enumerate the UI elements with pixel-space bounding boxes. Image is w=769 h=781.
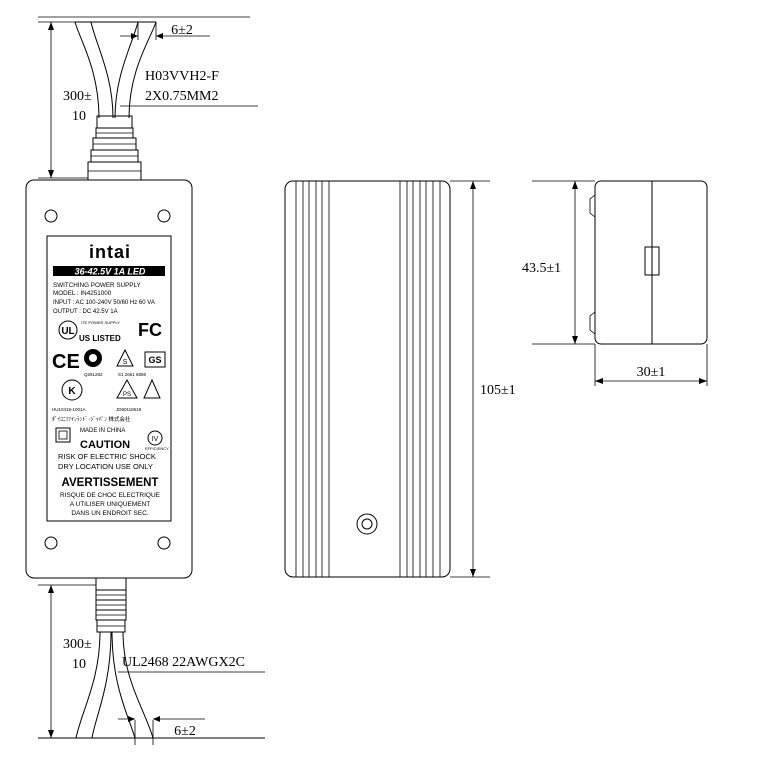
pse-code: JD60118618: [116, 407, 142, 412]
ccc-code: Q261282: [84, 372, 103, 377]
svg-text:IV: IV: [152, 436, 159, 443]
label-line-model: MODEL : IN4251000: [53, 290, 112, 297]
fcc-mark: FC: [138, 320, 162, 340]
svg-text:PS: PS: [123, 392, 131, 398]
caution-line1: RISK OF ELECTRIC SHOCK: [58, 452, 156, 461]
top-cable-length-line2: 10: [72, 109, 86, 124]
ul-listed-text: US LISTED: [79, 334, 121, 343]
kc-mark-icon: K: [61, 379, 83, 401]
efficiency-mark-icon: IV: [147, 430, 163, 446]
warning-fr-line3: DANS UN ENDROIT SEC.: [71, 510, 148, 517]
svg-text:S: S: [123, 359, 128, 366]
caution-title: CAUTION: [80, 439, 130, 451]
efficiency-text: EFFICIENCY: [145, 446, 169, 451]
s-mark-code: S1 2661 6856: [118, 372, 147, 377]
end-view: [532, 180, 708, 386]
recycle-mark-icon: [143, 378, 161, 399]
ul-mark-icon: UL: [58, 320, 78, 340]
pse-mark-icon: PS: [116, 378, 138, 399]
rating-band: 36-42.5V 1A LED: [75, 267, 146, 277]
kc-code: HU10418-1001A: [52, 407, 86, 412]
ite-text: ITE POWER SUPPLY: [81, 320, 120, 325]
bottom-cable-length-line2: 10: [72, 657, 86, 672]
height-dimension: 43.5±1: [522, 261, 561, 276]
width-dimension: 30±1: [637, 365, 666, 380]
top-cable-length-line1: 300±: [63, 89, 92, 104]
bottom-cable: [38, 577, 265, 745]
brand-logo: intai: [89, 242, 131, 262]
top-cable-spec-line1: H03VVH2-F: [145, 69, 219, 84]
gs-mark-icon: GS: [144, 351, 166, 368]
length-dimension: 105±1: [480, 383, 516, 398]
warning-fr-title: AVERTISSEMENT: [62, 477, 159, 489]
top-strip-length: 6±2: [171, 23, 193, 38]
double-insulation-icon: [55, 427, 71, 443]
top-cable: [38, 16, 258, 181]
warning-fr-line1: RISQUE DE CHOC ELECTRIQUE: [60, 492, 161, 499]
svg-text:GS: GS: [148, 355, 161, 365]
ccc-mark-icon: [84, 349, 102, 367]
warning-fr-line2: A UTILISER UNIQUEMENT: [70, 501, 151, 508]
bottom-cable-length-line1: 300±: [63, 637, 92, 652]
svg-text:K: K: [68, 386, 76, 397]
label-line-input: INPUT : AC 100-240V 50/60 Hz 60 VA: [53, 300, 155, 306]
side-view: [284, 180, 490, 578]
top-cable-spec-line2: 2X0.75MM2: [145, 89, 219, 104]
caution-line2: DRY LOCATION USE ONLY: [58, 462, 153, 471]
front-view: [25, 179, 193, 579]
label-line-output: OUTPUT : DC 42.5V 1A: [53, 309, 118, 315]
bottom-cable-spec: UL2468 22AWGX2C: [122, 655, 245, 670]
bottom-strip-length: 6±2: [174, 724, 196, 739]
label-line-type: SWITCHING POWER SUPPLY: [53, 282, 141, 289]
svg-text:UL: UL: [61, 326, 74, 337]
s-mark-icon: S: [116, 348, 134, 367]
made-in-text: MADE IN CHINA: [80, 428, 125, 434]
ce-mark-icon: CE: [52, 351, 80, 373]
japan-text: ﾀﾞｲﾕﾆﾌｧｲﾝﾗﾝﾄﾞ･ｼﾞｬﾊﾟﾝ 株式会社: [52, 415, 131, 423]
product-label: intai 36-42.5V 1A LED SWITCHING POWER SU…: [52, 242, 169, 517]
